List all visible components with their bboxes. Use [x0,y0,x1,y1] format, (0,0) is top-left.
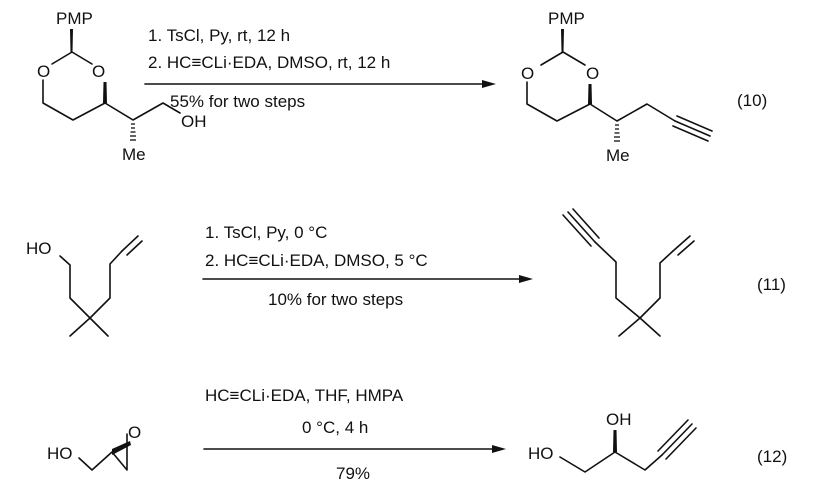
reactant-12-structure: HO O [47,423,141,471]
bond [594,241,674,337]
condition-line: 1. TsCl, Py, rt, 12 h [148,26,290,45]
yield-text: 79% [336,464,370,482]
hydroxyl-label: OH [181,112,207,131]
condition-line: 0 °C, 4 h [302,418,368,437]
bond [42,79,181,121]
wedge-bond [103,82,107,103]
oxygen-label: O [521,64,534,83]
condition-line: HC≡CLi·EDA, THF, HMPA [205,386,404,405]
pmp-label: PMP [548,9,585,28]
equation-number: (12) [757,447,787,466]
alkyne-triple-bond [657,419,697,460]
product-10-structure: PMP O O Me [521,9,713,165]
wedge-bond [70,29,73,52]
oxygen-label: O [92,62,105,81]
alkyne-triple-bond [562,208,600,247]
reaction-11: HO 1. TsCl, Py, 0 °C 2. HC≡CLi·EDA, DMSO… [26,208,786,337]
oxygen-label: O [37,62,50,81]
reaction-arrow [202,275,533,283]
alkene-double-bond [121,235,143,256]
pmp-label: PMP [56,9,93,28]
equation-number: (11) [757,275,786,294]
product-11-structure [562,208,695,337]
methyl-label: Me [122,145,146,164]
condition-line: 2. HC≡CLi·EDA, DMSO, rt, 12 h [148,53,390,72]
bond [526,81,676,122]
yield-text: 10% for two steps [268,290,403,309]
hydroxyl-label: HO [47,444,73,463]
oxygen-label: O [586,64,599,83]
wedge-bond [588,84,592,104]
bond [540,51,586,66]
wedge-bond [561,29,564,52]
reaction-12: HO O HC≡CLi·EDA, THF, HMPA 0 °C, 4 h 79%… [47,386,787,482]
reaction-arrow [203,445,506,453]
wedge-bond [112,441,131,455]
alkene-double-bond [672,235,695,256]
wedge-bond [613,430,617,452]
product-12-structure: HO OH [528,410,697,473]
alkyne-triple-bond [672,115,713,142]
reaction-arrow [144,80,496,88]
reactant-10-structure: PMP O O Me OH [37,9,207,164]
bond [51,51,93,65]
bond [78,433,128,471]
condition-line: 1. TsCl, Py, 0 °C [205,223,327,242]
bond [59,250,123,337]
yield-text: 55% for two steps [170,92,305,111]
hashed-bond [130,123,136,141]
oxygen-label: O [128,423,141,442]
equation-number: (10) [737,91,767,110]
hydroxyl-label: HO [528,444,554,463]
condition-line: 2. HC≡CLi·EDA, DMSO, 5 °C [205,251,428,270]
bond [559,451,663,473]
methyl-label: Me [606,146,630,165]
hydroxyl-label: OH [606,410,632,429]
reaction-10: PMP O O Me OH 1. TsCl, Py, rt, 12 h 2. H… [37,9,767,165]
hydroxyl-label: HO [26,239,52,258]
reactant-11-structure: HO [26,235,143,337]
hashed-bond [614,124,620,142]
